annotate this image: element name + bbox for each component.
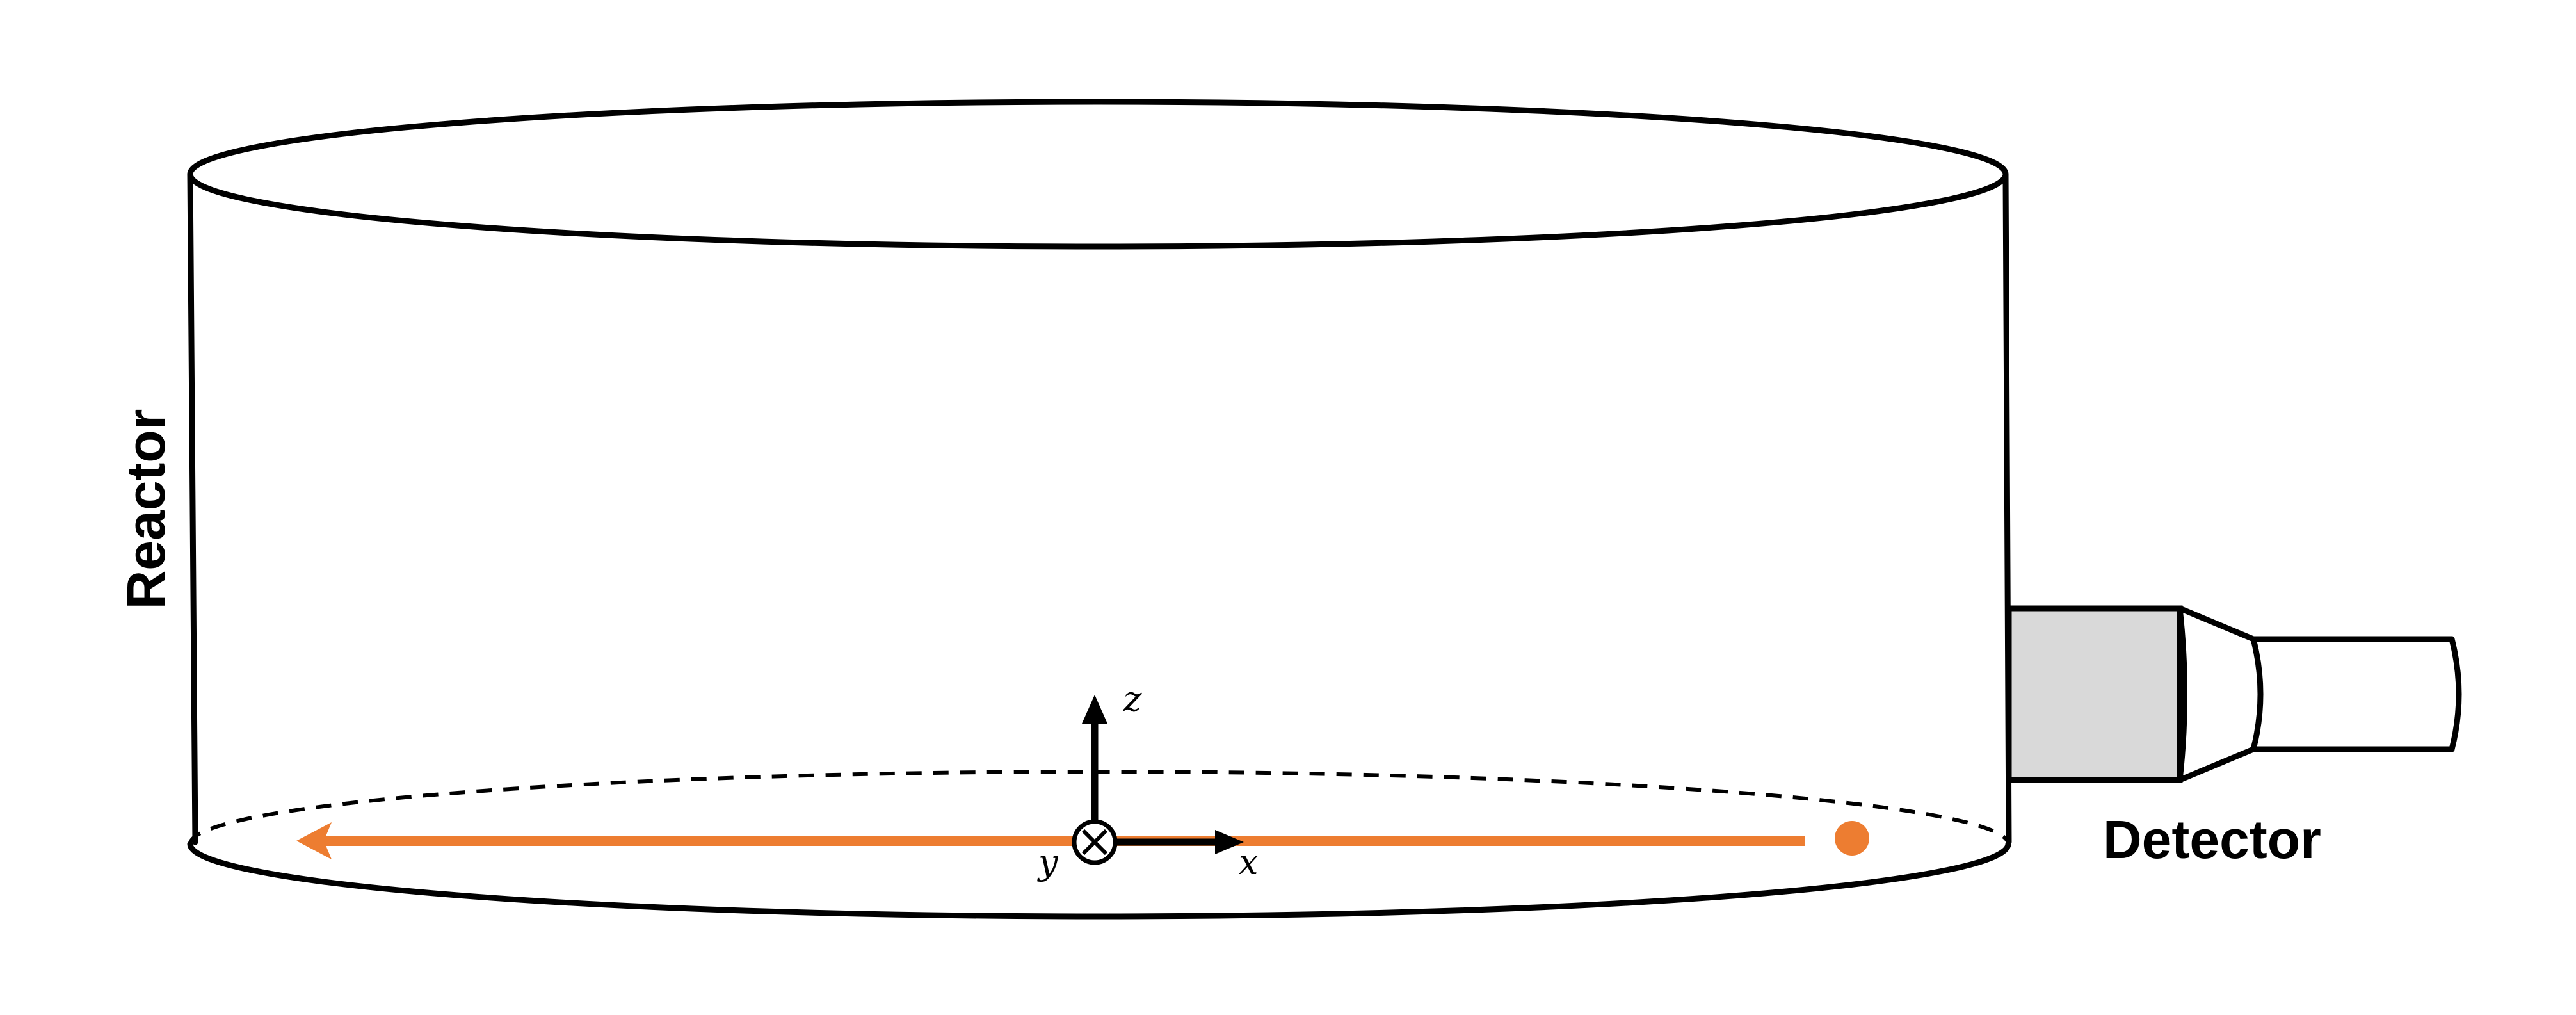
y-axis-label: y — [1037, 842, 1059, 882]
detector-cone-face — [2250, 636, 2264, 752]
reactor-bottom-rim-front — [187, 841, 2011, 920]
reactor-left-wall — [187, 171, 198, 845]
z-axis-label: z — [1123, 679, 1142, 719]
y-axis-into-page-icon — [1072, 819, 1118, 865]
reactor-cylinder — [187, 99, 2012, 920]
z-axis-arrow-icon — [1082, 695, 1107, 724]
reactor-label: Reactor — [116, 409, 176, 610]
x-axis-arrow-icon — [1215, 830, 1244, 854]
detector-tube — [2250, 636, 2455, 752]
detector-label: Detector — [2103, 809, 2321, 870]
x-axis-label: x — [1239, 842, 1258, 882]
detector-tube-end — [2449, 636, 2462, 752]
detector-housing — [2006, 605, 2183, 783]
trajectory-arrow-left-icon — [296, 822, 332, 859]
coordinate-axes: z x y — [1037, 679, 1258, 882]
detector-housing-end-curve — [2177, 605, 2187, 783]
detector — [2006, 605, 2462, 783]
source-point-icon — [1835, 821, 1869, 856]
reactor-bottom-rim-back — [188, 770, 2010, 845]
trajectory — [296, 821, 1869, 859]
detector-cone — [2177, 605, 2257, 783]
reactor-top-rim — [187, 99, 2009, 250]
